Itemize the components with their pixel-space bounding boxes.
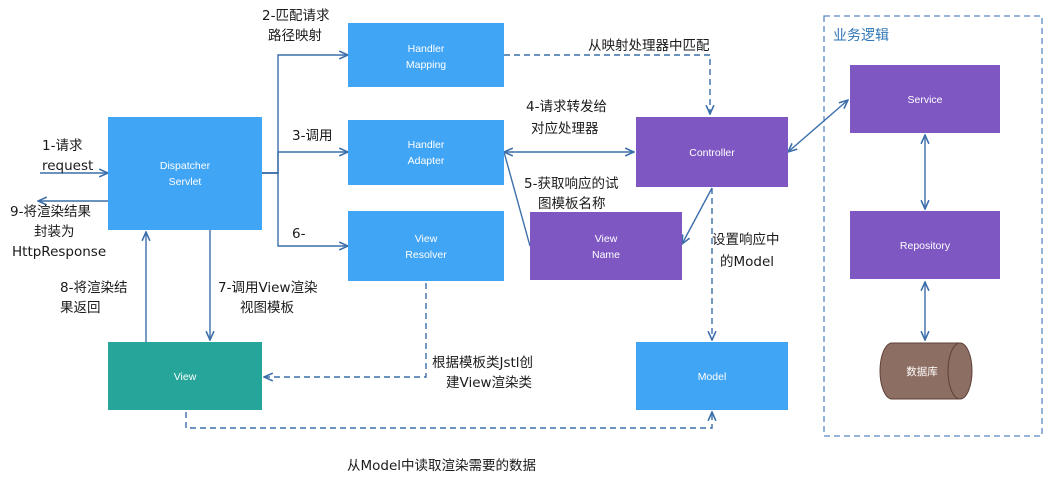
mapping-to-controller-dashed-arrow	[504, 54, 710, 114]
step5-label-line2: 图模板名称	[538, 196, 606, 212]
step6-label: 6-	[292, 226, 306, 242]
view-node: View	[108, 342, 262, 410]
dispatcher-line2: Servlet	[169, 176, 202, 188]
step4-label-line1: 4-请求转发给	[526, 99, 607, 115]
database-label: 数据库	[906, 365, 938, 378]
adapter-to-viewname-line	[503, 151, 531, 247]
view-resolver-line1: View	[415, 233, 438, 245]
read-model-label: 从Model中读取渲染需要的数据	[347, 458, 536, 474]
view-resolver-line2: Resolver	[405, 249, 447, 261]
mapping-match-label: 从映射处理器中匹配	[588, 38, 710, 54]
service-label: Service	[907, 94, 942, 106]
dispatcher-line1: Dispatcher	[160, 160, 211, 172]
step5-label-line1: 5-获取响应的试	[524, 175, 619, 192]
repository-label: Repository	[900, 240, 951, 252]
step3-label: 3-调用	[292, 128, 332, 144]
business-logic-group	[823, 15, 1043, 437]
handler-adapter-node: Handler Adapter	[348, 120, 504, 185]
controller-to-viewname-arrow	[682, 187, 713, 244]
view-name-node: View Name	[530, 212, 682, 280]
dispatcher-servlet-node: Dispatcher Servlet	[108, 117, 262, 230]
step8-label-line1: 8-将渲染结	[60, 280, 127, 296]
create-view-label-line2: 建View渲染类	[446, 375, 532, 391]
controller-label: Controller	[689, 147, 735, 159]
database-node: 数据库	[879, 342, 973, 400]
view-reads-model-dashed-arrow	[185, 412, 712, 429]
resolver-to-view-dashed-arrow	[264, 283, 427, 377]
step4-label-line2: 对应处理器	[531, 120, 599, 137]
handler-mapping-line2: Mapping	[406, 59, 446, 71]
view-name-line1: View	[595, 233, 618, 245]
step2-label-line2: 路径映射	[268, 28, 322, 44]
step8-label-line2: 果返回	[60, 300, 101, 316]
business-logic-title: 业务逻辑	[833, 28, 889, 44]
dispatcher-to-mapping-arrow	[262, 55, 348, 174]
step1-label-line1: 1-请求	[42, 138, 83, 154]
handler-mapping-line1: Handler	[408, 43, 445, 55]
step9-label-line1: 9-将渲染结果	[10, 204, 91, 220]
step2-label-line1: 2-匹配请求	[262, 8, 330, 24]
view-name-line2: Name	[592, 249, 620, 261]
create-view-label-line1: 根据模板类Jstl创	[432, 355, 533, 371]
step9-label-line2: 封装为	[34, 224, 75, 240]
step7-label-line2: 视图模板	[240, 300, 294, 316]
repository-node: Repository	[850, 211, 1000, 279]
controller-node: Controller	[636, 117, 788, 187]
model-node: Model	[636, 342, 788, 410]
controller-service-arrow	[788, 100, 848, 152]
dispatcher-to-adapter-arrow	[262, 152, 348, 174]
view-resolver-node: View Resolver	[348, 211, 504, 281]
model-label: Model	[698, 371, 727, 383]
set-model-label-line2: 的Model	[720, 254, 774, 270]
handler-mapping-node: Handler Mapping	[348, 23, 504, 87]
handler-adapter-line1: Handler	[408, 139, 445, 151]
dispatcher-to-resolver-arrow	[262, 172, 348, 246]
step7-label-line1: 7-调用View渲染	[218, 280, 318, 296]
step1-label-line2: request	[42, 158, 93, 174]
set-model-label-line1: 设置响应中	[712, 231, 780, 248]
view-label: View	[174, 371, 197, 383]
handler-adapter-line2: Adapter	[408, 155, 445, 167]
step9-label-line3: HttpResponse	[12, 244, 106, 260]
service-node: Service	[850, 65, 1000, 133]
